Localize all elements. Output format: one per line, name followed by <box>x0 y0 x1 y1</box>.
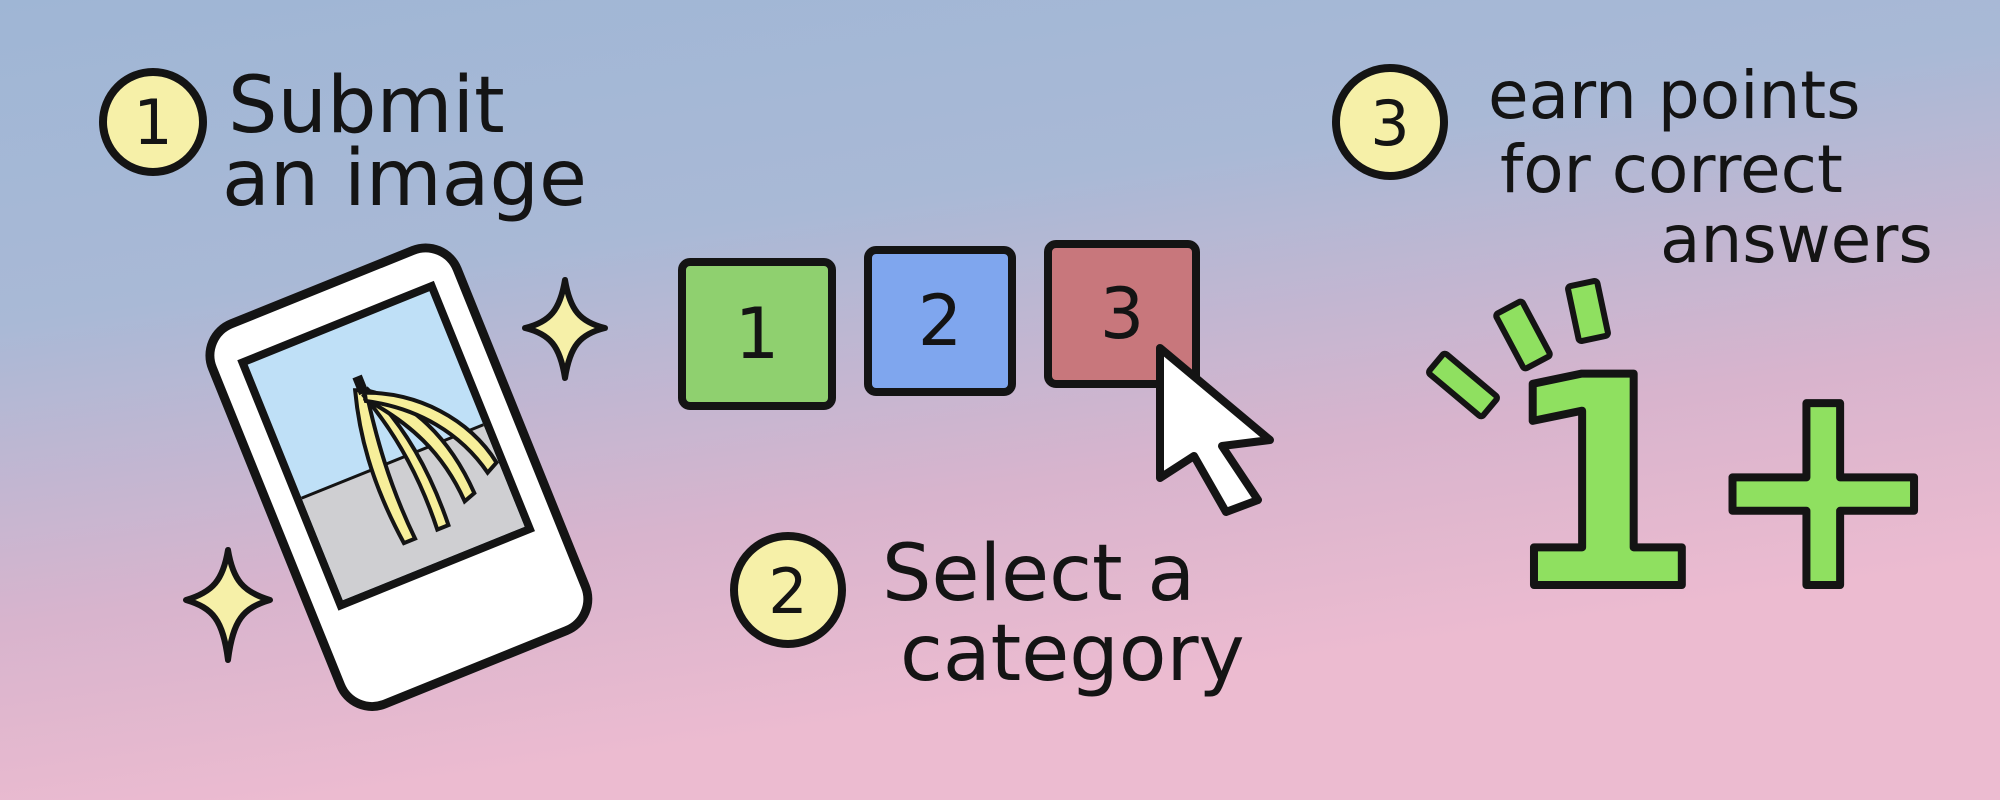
step-1: 1 Submit an image <box>99 61 587 224</box>
step-1-badge <box>99 68 207 176</box>
mouse-cursor-icon <box>1156 344 1274 516</box>
category-box-2: 2 <box>864 246 1016 396</box>
step-2: 2 Select a category <box>730 529 1245 699</box>
step-3: 3 earn points for correct answers <box>1332 57 1933 278</box>
step-3-line-1: earn points <box>1488 57 1861 134</box>
category-box-1: 1 <box>678 258 836 410</box>
step-2-number: 2 <box>768 555 807 628</box>
step-1-line-1: Submit <box>228 61 505 151</box>
phone-image-icon <box>205 243 593 711</box>
sparkle-icon <box>522 277 608 381</box>
step-2-line-1: Select a <box>882 529 1195 619</box>
sparkle-icon <box>183 547 273 663</box>
step-3-number: 3 <box>1370 87 1409 160</box>
points-badge: 1+ <box>1496 313 1949 658</box>
category-box-3-label: 3 <box>1100 273 1145 355</box>
step-1-line-2: an image <box>222 134 587 224</box>
burst-lines-icon <box>1426 278 1611 420</box>
screen-ground <box>301 424 525 601</box>
category-box-2-label: 2 <box>918 280 963 362</box>
step-1-number: 1 <box>133 86 172 159</box>
category-box-1-label: 1 <box>735 293 780 375</box>
points-text: 1+ <box>1500 317 1945 654</box>
step-2-line-2: category <box>900 609 1245 699</box>
step-3-line-2: for correct <box>1500 131 1843 208</box>
step-3-badge <box>1332 64 1448 180</box>
step-3-line-3: answers <box>1660 201 1933 278</box>
category-boxes: 1 2 3 <box>678 240 1200 410</box>
step-2-badge <box>730 532 846 648</box>
banana-icon <box>352 374 499 546</box>
